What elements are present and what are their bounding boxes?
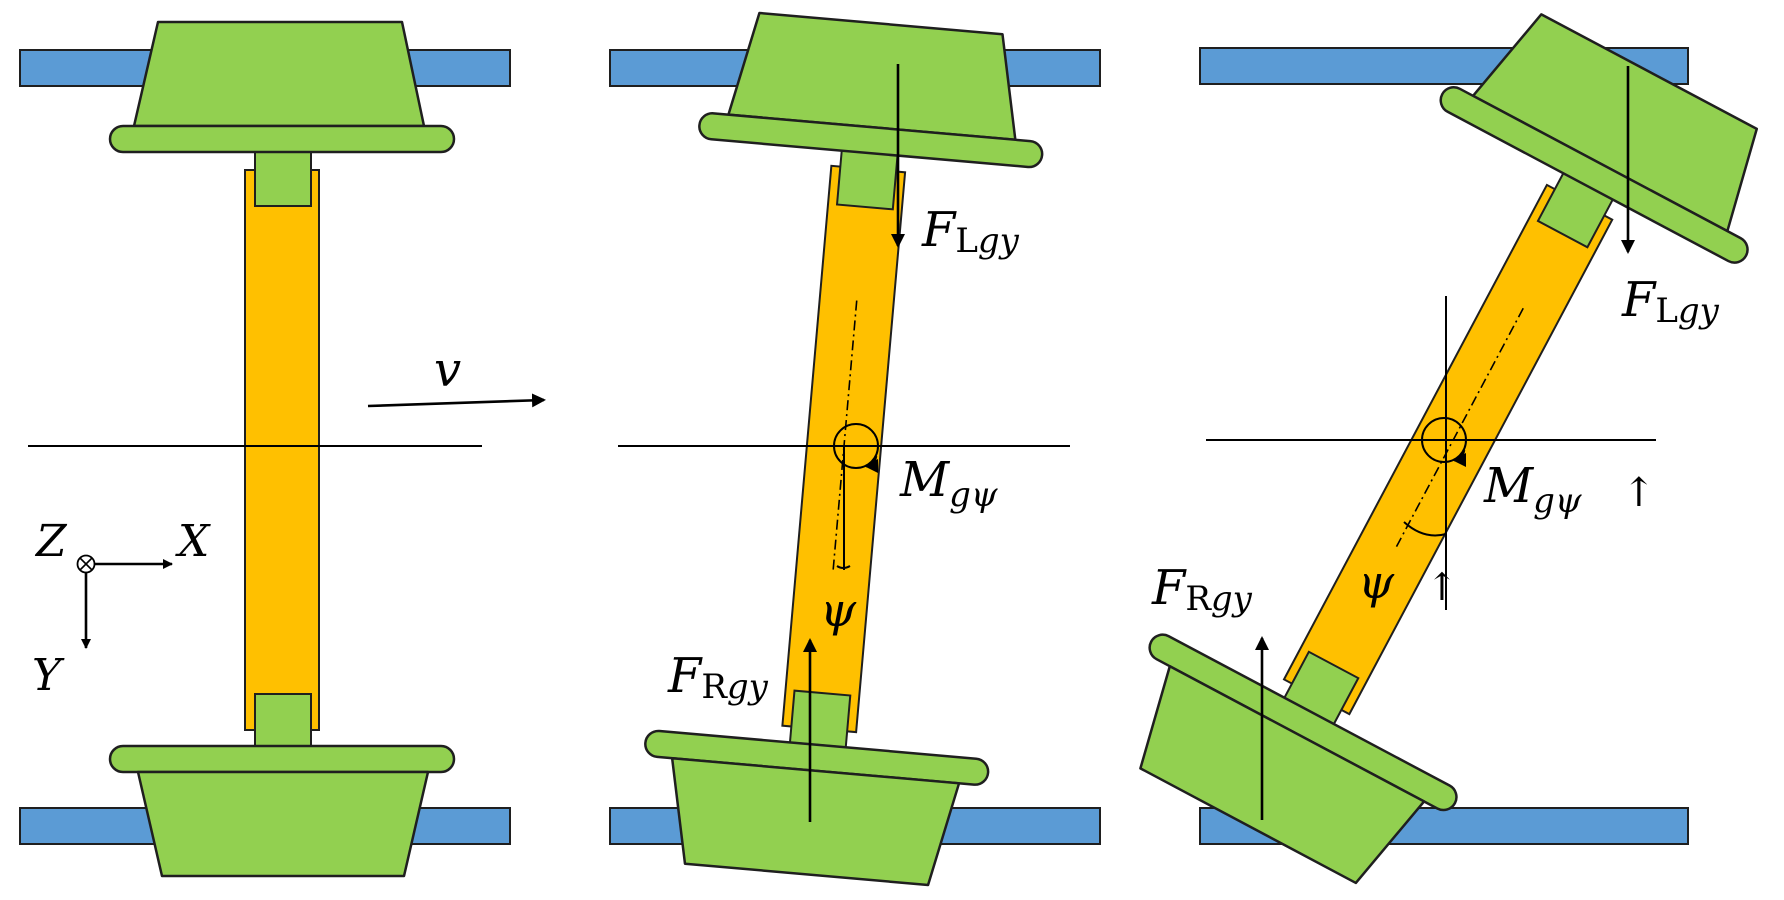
right-wheel bbox=[1139, 664, 1426, 885]
x-axis-label: X bbox=[175, 516, 211, 567]
axle bbox=[244, 169, 320, 731]
moment-arrow bbox=[1452, 449, 1467, 467]
right-wheel-flange bbox=[108, 744, 456, 774]
left-hub bbox=[254, 149, 312, 207]
yaw-angle-arc bbox=[1403, 521, 1447, 537]
z-axis-label: Z bbox=[34, 516, 68, 567]
left-hub bbox=[835, 147, 899, 211]
right-hub bbox=[788, 689, 852, 749]
yaw-small-arrow: ↑ bbox=[1426, 565, 1458, 609]
yaw-angle-label: ψ bbox=[820, 583, 857, 637]
left-wheel-flange bbox=[108, 124, 456, 154]
left-force-label: FLgy bbox=[1621, 272, 1720, 331]
panel-yawed-wheelset-large: FLgy FRgy Mgψ ↑ ψ ↑ bbox=[1139, 13, 1759, 885]
moment-label: Mgψ bbox=[1483, 458, 1582, 521]
wheelset-axis bbox=[832, 300, 858, 570]
panel-yawed-wheelset-small: FLgy FRgy Mgψ ψ bbox=[609, 11, 1101, 887]
wheelset-axis bbox=[1395, 307, 1524, 548]
y-axis-label: Y bbox=[32, 650, 65, 701]
moment-label: Mgψ bbox=[899, 452, 998, 515]
panel-straight-wheelset: Z X Y v bbox=[19, 20, 546, 878]
moment-circle bbox=[833, 423, 879, 469]
coordinate-axes: Z X Y bbox=[32, 516, 211, 701]
right-wheel bbox=[670, 756, 961, 887]
left-wheel-flange bbox=[1439, 86, 1749, 264]
right-force-label: FRgy bbox=[1151, 560, 1253, 619]
velocity-arrow bbox=[367, 393, 546, 408]
yaw-angle-label: ψ bbox=[1358, 555, 1395, 609]
moment-circle bbox=[1421, 417, 1467, 463]
moment-arrow bbox=[864, 455, 879, 473]
right-force-label: FRgy bbox=[667, 648, 769, 707]
moment-small-arrow: ↑ bbox=[1622, 470, 1656, 516]
left-wheel-flange bbox=[698, 112, 1044, 169]
yawed-wheelset bbox=[1139, 13, 1759, 885]
yaw-angle-arc bbox=[836, 565, 851, 569]
right-wheel bbox=[136, 770, 430, 878]
velocity-label: v bbox=[434, 342, 461, 398]
left-force-label: FLgy bbox=[921, 202, 1020, 261]
left-wheel bbox=[132, 20, 426, 128]
right-hub bbox=[254, 693, 312, 747]
